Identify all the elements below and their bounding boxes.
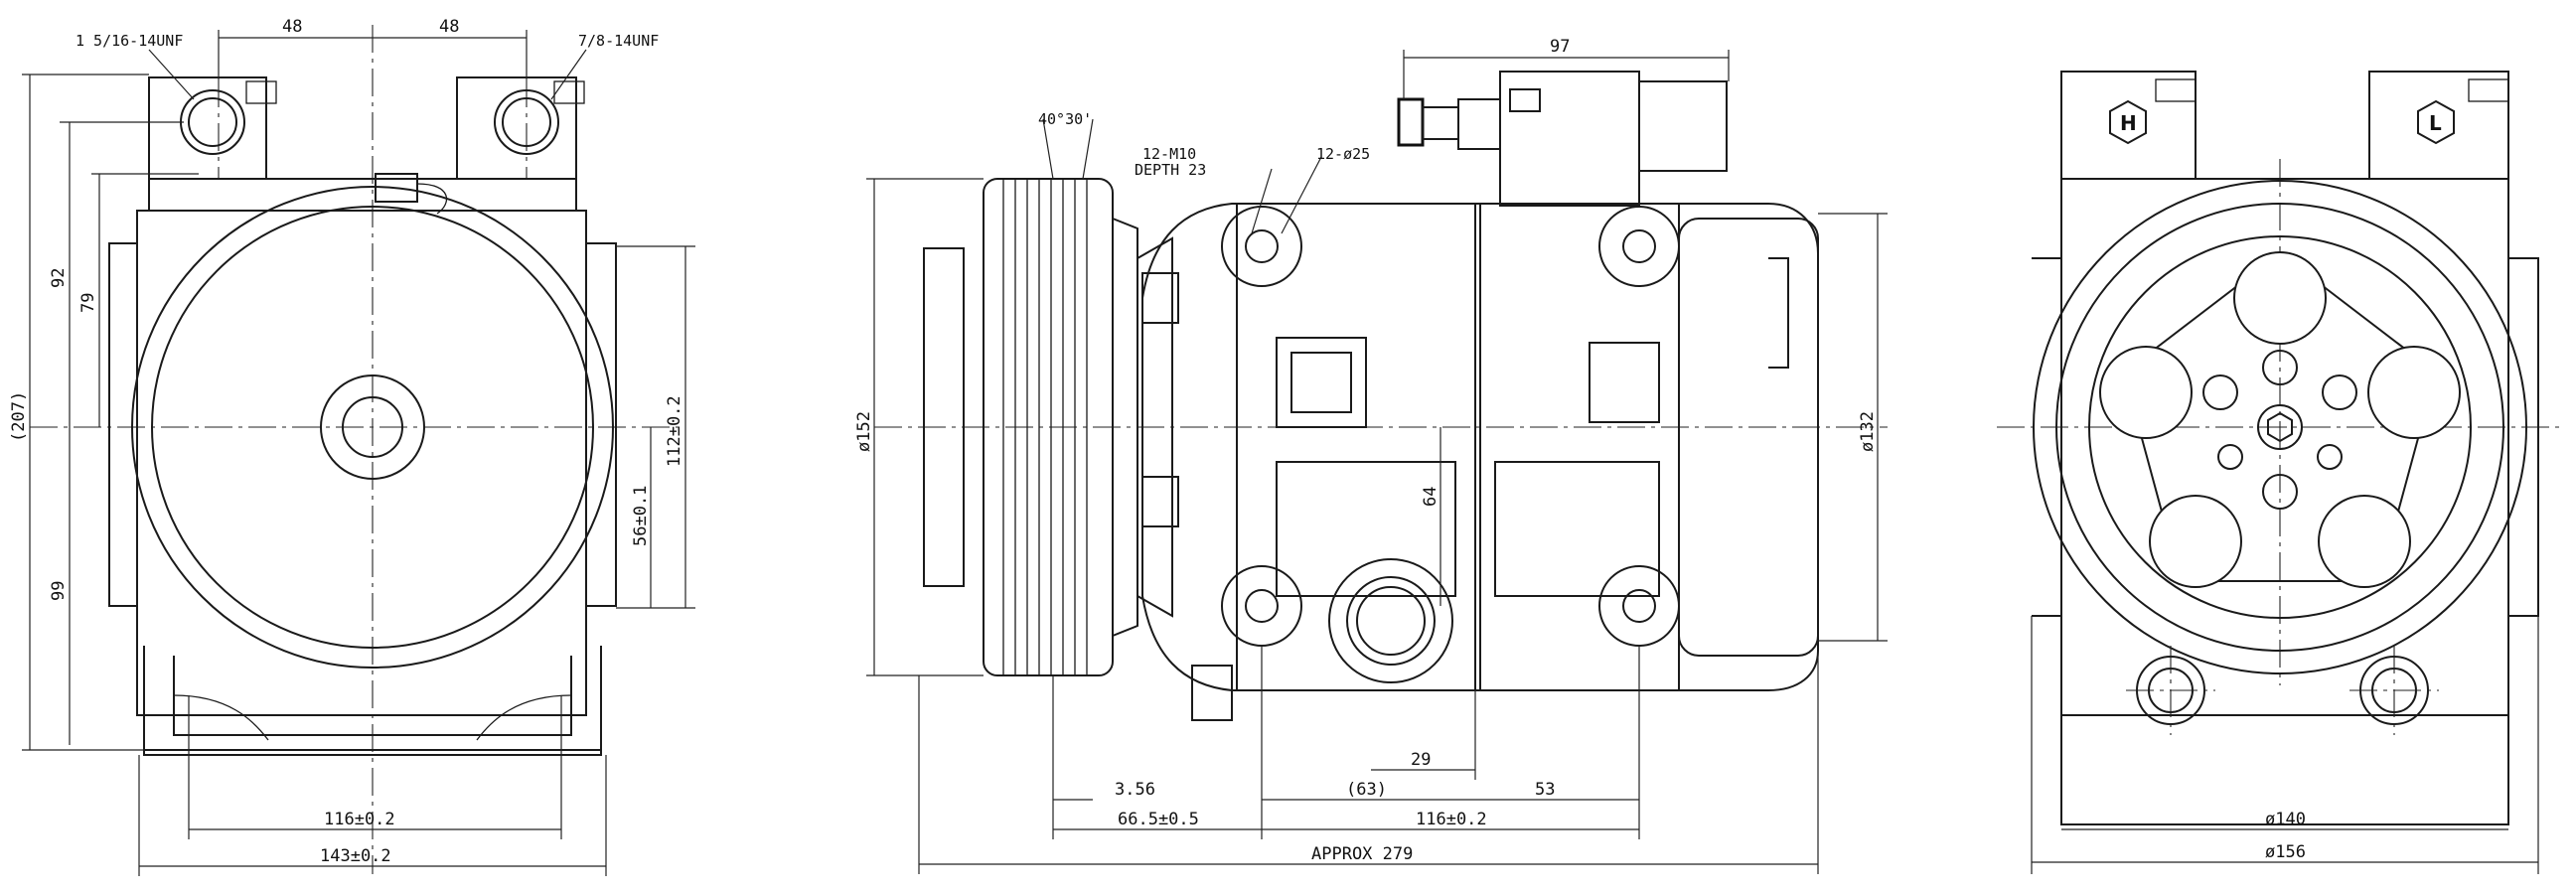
dia-inner-140: ø140 (2265, 810, 2306, 829)
dim-63: (63) (1346, 780, 1387, 800)
dia-outer-156: ø156 (2265, 842, 2306, 862)
port-high-badge: H (2120, 111, 2137, 135)
thread-leader-right (550, 49, 587, 100)
clutch-lobe-lower-left (2149, 495, 2242, 588)
thread-leader-left (148, 49, 195, 100)
dim-64: 64 (1421, 487, 1440, 507)
dim-116: 116±0.2 (1416, 810, 1487, 829)
groove-angle: 40°30' (1038, 110, 1092, 128)
dim-base-outer: 143±0.2 (320, 846, 391, 866)
clutch-lobe-top (2233, 251, 2327, 345)
dim-port-left: 48 (282, 17, 302, 37)
dim-66-5: 66.5±0.5 (1118, 810, 1199, 829)
port-low-badge: L (2429, 111, 2442, 135)
dim-upper-inner: 79 (78, 293, 98, 313)
clutch-lobe-lower-right (2318, 495, 2411, 588)
tap-spec-line1: 12-M10 (1142, 145, 1196, 163)
clutch-lobe-right (2367, 346, 2461, 439)
bolt-circle: 12-ø25 (1316, 145, 1370, 163)
dim-total-height: (207) (9, 391, 29, 442)
dim-base-inner: 116±0.2 (324, 810, 395, 829)
dim-lower: 99 (49, 581, 69, 601)
dim-53: 53 (1535, 780, 1555, 800)
side-view: 97 40°30' 12-M10 DEPTH 23 12-ø25 ø152 ø1… (854, 37, 1888, 874)
dim-mount-spacing: 112±0.2 (665, 395, 684, 467)
dim-upper: 92 (49, 268, 69, 288)
dim-top-97: 97 (1550, 37, 1570, 57)
body-diameter: ø132 (1858, 411, 1878, 452)
dim-port-right: 48 (439, 17, 459, 37)
tap-spec-line2: DEPTH 23 (1135, 161, 1206, 179)
pulley-diameter: ø152 (854, 411, 874, 452)
rear-view: H L (1997, 71, 2563, 874)
dim-29: 29 (1411, 750, 1431, 770)
front-view: 1 5/16-14UNF 7/8-14UNF 48 48 (207) 92 79… (9, 17, 695, 876)
dim-mount-offset: 56±0.1 (631, 486, 651, 546)
clutch-lobe-left (2099, 346, 2193, 439)
dim-3-56: 3.56 (1115, 780, 1155, 800)
thread-label-right: 7/8-14UNF (578, 32, 659, 50)
dim-overall-279: APPROX 279 (1311, 844, 1413, 864)
pulley-grooves (1002, 179, 1088, 675)
thread-label-left: 1 5/16-14UNF (76, 32, 183, 50)
